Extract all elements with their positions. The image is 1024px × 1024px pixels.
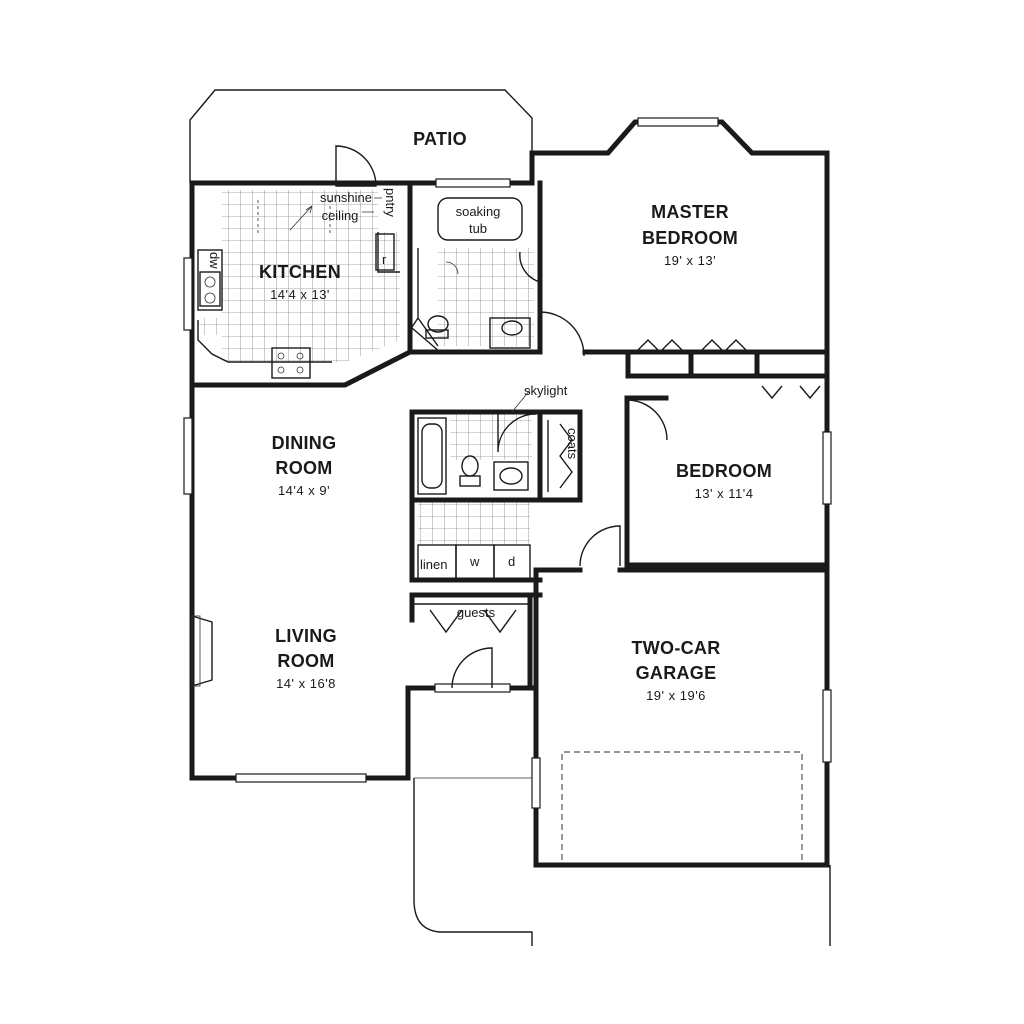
master-bath-fixtures (409, 197, 531, 353)
skylight-label: skylight (524, 383, 568, 398)
hall-bath-fixtures (417, 389, 531, 495)
room-labels: KITCHEN 14'4 x 13' sunshine ceiling pntr… (207, 188, 772, 703)
patio-label: PATIO (413, 129, 467, 149)
master-bedroom-size: 19' x 13' (664, 253, 716, 268)
sink-icon (199, 271, 221, 307)
coats-label: coats (565, 428, 580, 460)
living-room-size: 14' x 16'8 (276, 676, 336, 691)
garage-label: TWO-CAR (631, 638, 720, 658)
dishwasher-label: dw (207, 252, 222, 269)
bedroom-label: BEDROOM (676, 461, 772, 481)
svg-text:BEDROOM: BEDROOM (642, 228, 738, 248)
linen-label: linen (420, 557, 447, 572)
sunshine-ceiling-label: sunshine (320, 190, 372, 205)
guests-closet-label: guests (457, 605, 496, 620)
garage-size: 19' x 19'6 (646, 688, 706, 703)
living-room-label: LIVING (275, 626, 337, 646)
sink-icon (493, 461, 529, 491)
kitchen-size: 14'4 x 13' (270, 287, 330, 302)
garage-door (561, 751, 803, 860)
fridge-label: r (382, 252, 387, 267)
svg-text:ROOM: ROOM (275, 458, 332, 478)
toilet-icon (459, 455, 481, 487)
pantry-label: pntry (383, 188, 398, 217)
svg-text:GARAGE: GARAGE (636, 663, 717, 683)
bathtub-icon (417, 417, 447, 495)
master-bedroom-label: MASTER (651, 202, 729, 222)
svg-text:ceiling: ceiling (322, 208, 359, 223)
coats-closet (547, 420, 573, 492)
svg-text:tub: tub (469, 221, 487, 236)
kitchen-fixtures (197, 197, 400, 379)
svg-text:ROOM: ROOM (277, 651, 334, 671)
washer-label: w (469, 554, 480, 569)
driveway (413, 777, 831, 946)
laundry (412, 544, 531, 605)
kitchen-label: KITCHEN (259, 262, 341, 282)
range-icon (271, 347, 311, 379)
bedroom-size: 13' x 11'4 (695, 486, 754, 501)
vanity-sink-icon (489, 317, 531, 349)
patio: PATIO (189, 89, 533, 183)
dining-room-size: 14'4 x 9' (278, 483, 330, 498)
doors (335, 145, 821, 689)
soaking-tub-label: soaking (456, 204, 501, 219)
fireplace-icon (191, 615, 213, 687)
toilet-icon (425, 315, 449, 339)
walls (189, 119, 830, 868)
windows (183, 117, 832, 809)
dining-room-label: DINING (272, 433, 337, 453)
tiled-floors (198, 190, 534, 544)
dryer-label: d (508, 554, 515, 569)
